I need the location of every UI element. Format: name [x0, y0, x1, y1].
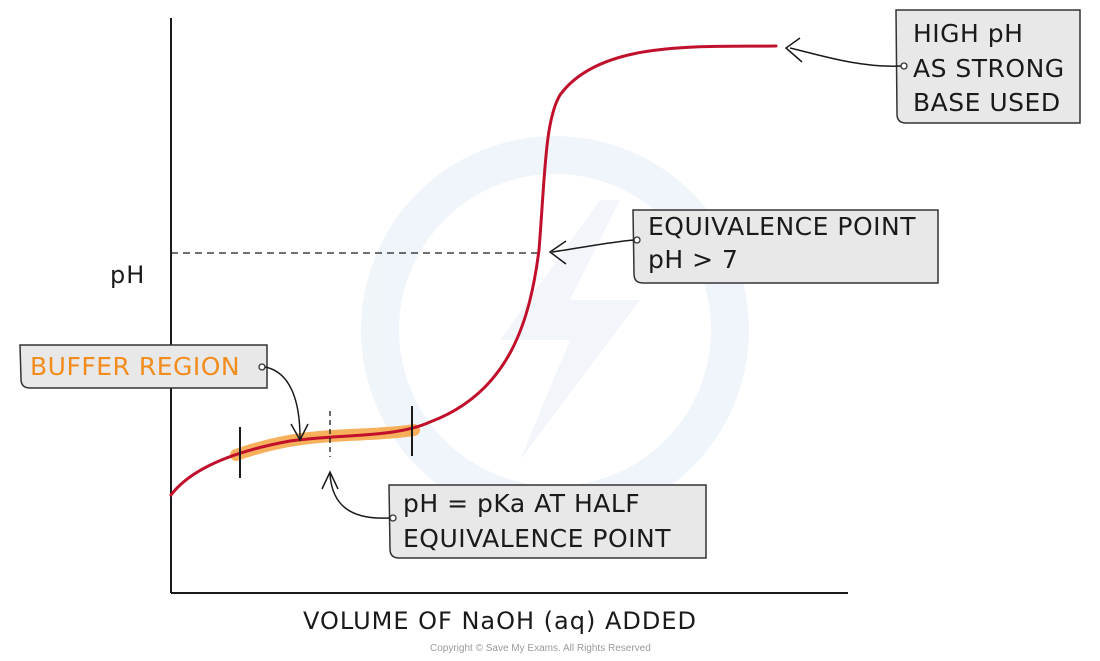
- half-equivalence-arrow: [329, 473, 391, 519]
- equivalence-line-2: pH > 7: [648, 245, 738, 274]
- equivalence-callout: EQUIVALENCE POINT pH > 7: [548, 209, 939, 284]
- x-axis-label: VOLUME OF NaOH (aq) ADDED: [303, 607, 697, 635]
- equivalence-arrow: [551, 239, 635, 253]
- buffer-region-callout: BUFFER REGION: [19, 344, 309, 442]
- buffer-region-label: BUFFER REGION: [30, 352, 240, 381]
- high-ph-callout: HIGH pH AS STRONG BASE USED: [784, 9, 1081, 124]
- high-ph-arrow: [789, 47, 902, 67]
- copyright-notice: Copyright © Save My Exams. All Rights Re…: [430, 643, 651, 654]
- high-ph-line-1: HIGH pH: [913, 19, 1023, 48]
- high-ph-line-3: BASE USED: [913, 88, 1061, 117]
- half-equivalence-callout: pH = pKa AT HALF EQUIVALENCE POINT: [321, 470, 707, 559]
- y-axis-label: pH: [110, 261, 145, 289]
- titration-curve: [169, 44, 778, 497]
- watermark-logo: [361, 136, 749, 524]
- equivalence-line-1: EQUIVALENCE POINT: [648, 212, 916, 241]
- half-equivalence-line-2: EQUIVALENCE POINT: [403, 524, 671, 553]
- buffer-region-arrow: [264, 366, 301, 439]
- high-ph-line-2: AS STRONG: [913, 54, 1065, 83]
- half-equivalence-line-1: pH = pKa AT HALF: [403, 489, 640, 518]
